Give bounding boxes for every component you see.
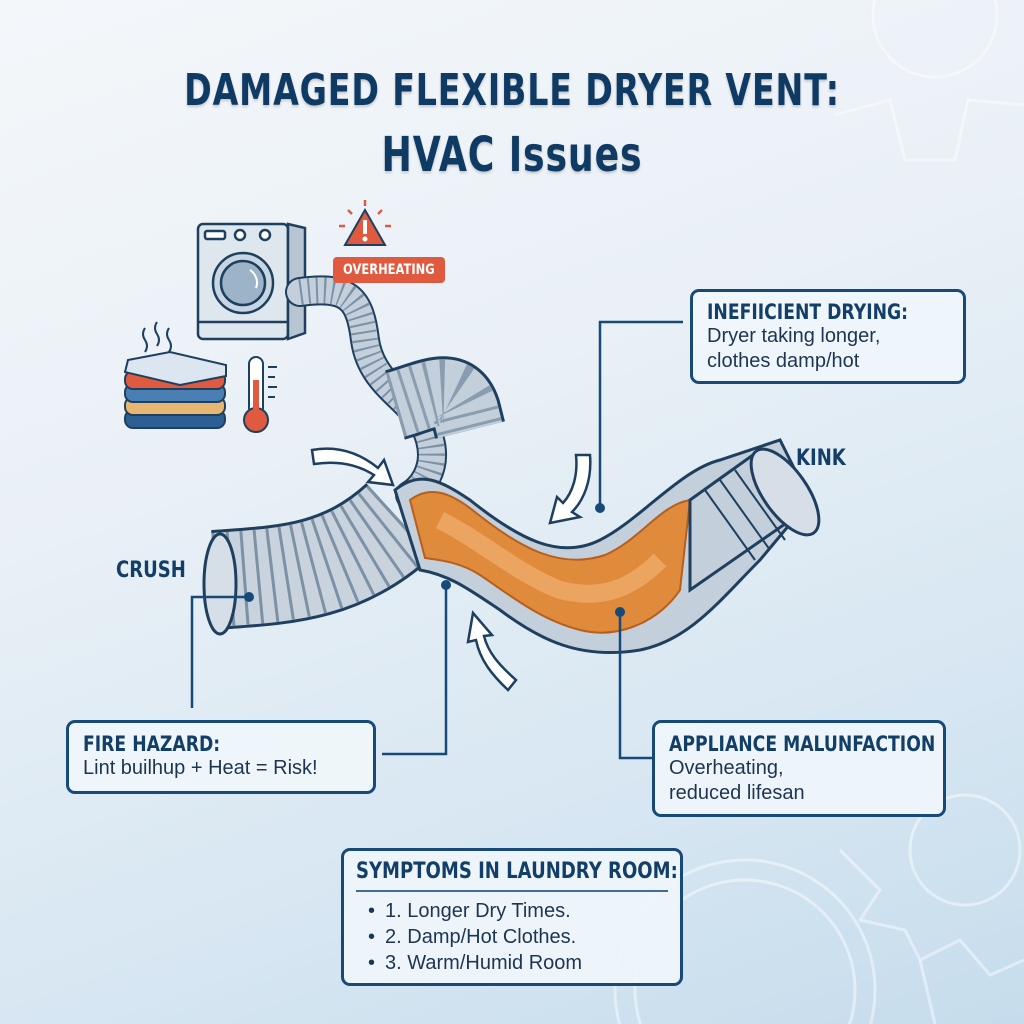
crush-label: CRUSH — [116, 558, 186, 583]
steam-icon — [142, 321, 172, 353]
kink-label: KINK — [796, 446, 846, 471]
callout-line: Lint builhup + Heat = Risk! — [83, 757, 318, 779]
title-line-1: DAMAGED FLEXIBLE DRYER VENT: — [184, 65, 840, 116]
callout-line: Overheating, — [669, 757, 784, 779]
callout-heading: APPLIANCE MALUNFACTION — [669, 732, 936, 756]
dryer-icon — [196, 222, 307, 341]
page-title: DAMAGED FLEXIBLE DRYER VENT: HVAC Issues — [0, 62, 1024, 186]
divider — [356, 890, 668, 892]
title-line-2: HVAC Issues — [381, 127, 643, 183]
callout-fire-hazard: FIRE HAZARD: Lint builhup + Heat = Risk! — [66, 720, 376, 794]
symptom-item: 2. Damp/Hot Clothes. — [368, 924, 680, 950]
connector-lines — [190, 320, 683, 760]
callout-line: Dryer taking longer, — [707, 325, 881, 347]
duct-hose-icon — [202, 275, 821, 655]
symptoms-box: SYMPTOMS IN LAUNDRY ROOM: 1. Longer Dry … — [341, 848, 683, 986]
towel-stack-icon — [123, 350, 227, 429]
overheating-label: OVERHEATING — [343, 262, 435, 278]
symptoms-heading: SYMPTOMS IN LAUNDRY ROOM: — [356, 859, 678, 884]
callout-appliance-malfunction: APPLIANCE MALUNFACTION Overheating, redu… — [652, 720, 946, 817]
callout-line: clothes damp/hot — [707, 350, 860, 372]
overheating-badge: OVERHEATING — [333, 257, 445, 283]
callout-line: reduced lifesan — [669, 782, 805, 804]
callout-heading: FIRE HAZARD: — [83, 732, 221, 756]
thermometer-icon — [243, 356, 277, 433]
warning-triangle-icon — [339, 200, 391, 246]
symptom-item: 1. Longer Dry Times. — [368, 898, 680, 924]
symptom-item: 3. Warm/Humid Room — [368, 950, 680, 976]
callout-inefficient-drying: INEFIICIENT DRYING: Dryer taking longer,… — [690, 289, 966, 384]
connector-dots — [244, 503, 625, 617]
arrow-icon — [310, 447, 592, 692]
gear-icon — [613, 0, 1024, 1024]
callout-heading: INEFIICIENT DRYING: — [707, 300, 909, 324]
symptoms-list: 1. Longer Dry Times. 2. Damp/Hot Clothes… — [356, 898, 680, 976]
